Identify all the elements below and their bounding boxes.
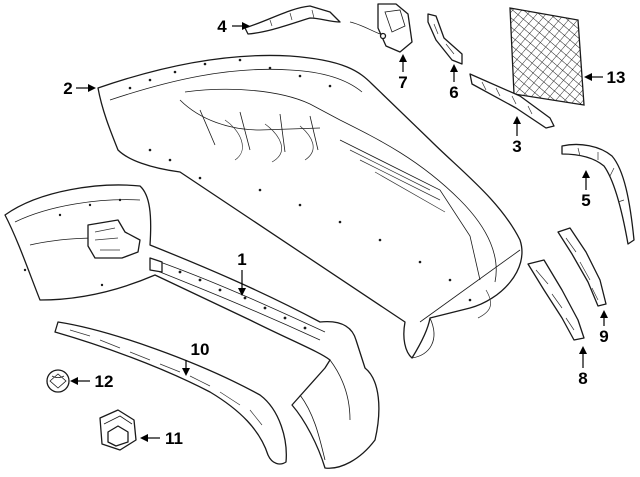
part-4-bracket bbox=[244, 5, 341, 35]
part-1-bumper-lower bbox=[4, 184, 380, 469]
callout-6: 6 bbox=[449, 83, 458, 102]
part-8-bracket bbox=[527, 259, 585, 341]
part-9-trim bbox=[557, 227, 607, 307]
part-7-clip bbox=[349, 3, 413, 53]
part-6-bracket bbox=[427, 13, 463, 65]
part-5-side-bracket bbox=[561, 143, 635, 245]
callout-11: 11 bbox=[165, 429, 183, 448]
part-10-diffuser bbox=[54, 321, 287, 465]
callout-1: 1 bbox=[237, 250, 246, 269]
callout-labels: 1 2 3 4 5 6 7 8 9 10 11 12 13 bbox=[63, 17, 625, 448]
callout-10: 10 bbox=[191, 340, 210, 359]
callout-4: 4 bbox=[217, 17, 227, 36]
callout-5: 5 bbox=[581, 191, 590, 210]
callout-8: 8 bbox=[578, 369, 587, 388]
callout-12: 12 bbox=[95, 372, 114, 391]
part-11-bracket bbox=[99, 409, 137, 451]
part-3-strip bbox=[469, 73, 555, 129]
callout-3: 3 bbox=[512, 137, 521, 156]
callout-9: 9 bbox=[599, 327, 608, 346]
callout-7: 7 bbox=[398, 73, 407, 92]
part-12-emblem bbox=[46, 369, 70, 393]
leader-lines bbox=[70, 22, 608, 442]
part-2-bumper-cover bbox=[97, 54, 523, 359]
part-2-mounting-holes bbox=[128, 58, 472, 302]
callout-13: 13 bbox=[607, 68, 626, 87]
part-13-mesh bbox=[509, 7, 585, 106]
callout-2: 2 bbox=[63, 79, 72, 98]
part-1-holes bbox=[23, 198, 307, 330]
